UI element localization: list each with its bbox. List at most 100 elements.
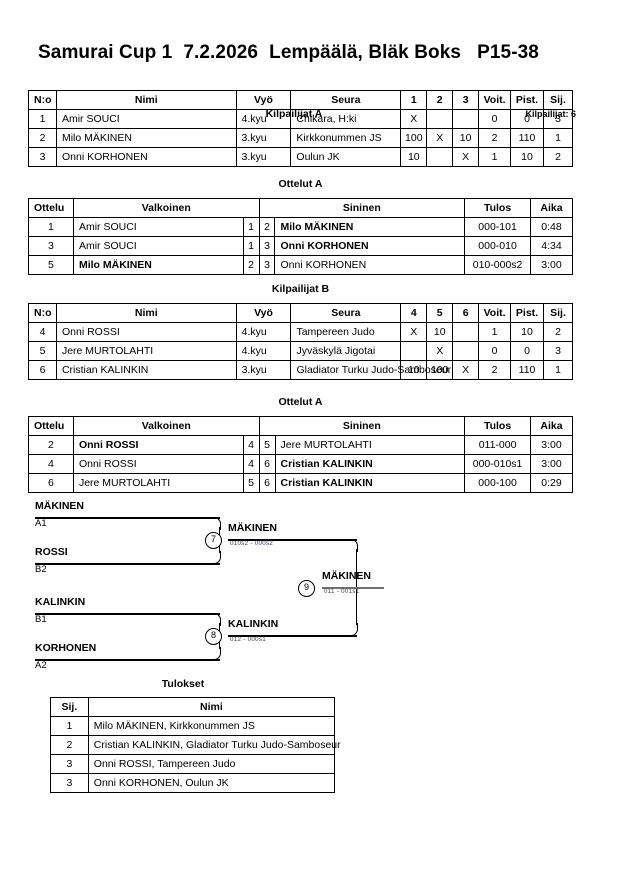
cell-white-name: Amir SOUCI (72, 217, 244, 237)
col-time: Aika (530, 198, 573, 218)
col-match-5: 5 (426, 303, 454, 323)
cell-rank: 2 (50, 735, 89, 755)
pool-b-caption: Kilpailijat B (271, 283, 330, 295)
cell-belt: 4.kyu (235, 322, 292, 342)
cell-time: 3:00 (530, 454, 573, 474)
table-header-row: Ottelu Valkoinen Sininen Tulos Aika (28, 416, 573, 436)
bracket-match-node-8[interactable]: 8 (205, 628, 222, 645)
cell-time: 0:29 (530, 473, 573, 493)
cell-time: 4:34 (530, 236, 573, 256)
cell-name: Onni ROSSI, Tampereen Judo (87, 754, 336, 774)
cell-match-4: X (400, 322, 428, 342)
col-result: Tulos (464, 198, 532, 218)
bracket-line-winner-7 (228, 539, 357, 541)
col-match-2: 2 (426, 90, 454, 110)
cell-club: Oulun JK (290, 147, 402, 167)
bracket-entry-name-4: KORHONEN (35, 642, 97, 654)
cell-rank: 1 (50, 716, 89, 736)
matches-a-caption: Ottelut A (278, 178, 323, 190)
cell-match-3: X (452, 147, 480, 167)
cell-blue-no: 3 (258, 236, 276, 256)
table-row: 3 Onni KORHONEN 3.kyu Oulun JK 10 X 1 10… (28, 147, 574, 167)
cell-wins: 1 (478, 147, 512, 167)
bracket-winner-name-final: MÄKINEN (322, 570, 371, 582)
cell-points: 0 (510, 109, 544, 129)
col-club: Seura (290, 303, 402, 323)
bracket-elbow-bottom-1 (212, 551, 221, 564)
table-row: 3 Amir SOUCI 1 3 Onni KORHONEN 000-010 4… (28, 236, 573, 256)
cell-white-name: Amir SOUCI (72, 236, 244, 256)
cell-white-no: 4 (242, 454, 260, 474)
bracket-score-final: 011 - 001s1 (324, 588, 360, 595)
bracket-elbow-top-1 (212, 517, 221, 530)
cell-result: 000-010 (464, 236, 532, 256)
cell-result: 010-000s2 (464, 255, 532, 275)
bracket-entry-name-1: MÄKINEN (35, 500, 84, 512)
cell-no: 1 (28, 109, 57, 129)
cell-name: Onni KORHONEN (55, 147, 237, 167)
cell-club: Jyväskylä Jigotai (290, 341, 402, 361)
bracket-entry-seed-4: A2 (35, 660, 47, 671)
cell-name-text: Cristian KALINKIN, Gladiator Turku Judo-… (93, 739, 341, 751)
bracket-winner-name-7: MÄKINEN (228, 522, 277, 534)
cell-belt: 4.kyu (235, 109, 292, 129)
bracket-winner-name-8: KALINKIN (228, 618, 279, 630)
cell-match-no: 6 (28, 473, 74, 493)
cell-match-5: 10 (426, 322, 454, 342)
table-row: 6 Cristian KALINKIN 3.kyu Gladiator Turk… (28, 360, 574, 380)
table-row: 3 Onni KORHONEN, Oulun JK (50, 773, 336, 793)
cell-match-2 (426, 109, 454, 129)
cell-match-6 (452, 341, 480, 361)
cell-name: Onni ROSSI (55, 322, 237, 342)
col-points: Pist. (510, 90, 544, 110)
event-category: P15-38 (477, 42, 539, 63)
cell-name: Amir SOUCI (55, 109, 237, 129)
cell-white-no: 5 (242, 473, 260, 493)
cell-club: Gladiator Turku Judo-Samboseur (290, 360, 451, 380)
bracket-elbow-top-2 (212, 613, 221, 626)
cell-match-1: X (400, 109, 428, 129)
cell-name: Cristian KALINKIN (55, 360, 237, 380)
pool-b-table: N:o Nimi Vyö Seura 4 5 6 Voit. Pist. Sij… (28, 303, 574, 380)
table-row: 2 Milo MÄKINEN 3.kyu Kirkkonummen JS 100… (28, 128, 574, 148)
cell-match-2: X (426, 128, 454, 148)
cell-rank: 1 (542, 128, 574, 148)
cell-match-1: 10 (400, 147, 428, 167)
col-match-1: 1 (400, 90, 428, 110)
bracket-match-node-7[interactable]: 7 (205, 532, 222, 549)
cell-no: 5 (28, 341, 57, 361)
cell-wins: 2 (478, 128, 512, 148)
cell-white-name: Onni ROSSI (72, 454, 244, 474)
cell-belt: 3.kyu (235, 360, 292, 380)
cell-match-no: 2 (28, 435, 74, 455)
event-venue: Lempäälä, Bläk Boks (269, 42, 462, 63)
cell-blue-no: 6 (258, 473, 276, 493)
bracket-match-node-9[interactable]: 9 (298, 580, 315, 597)
cell-points: 10 (510, 322, 544, 342)
col-wins: Voit. (478, 90, 512, 110)
bracket-line-entry-4 (35, 659, 220, 661)
cell-result: 000-010s1 (464, 454, 532, 474)
cell-match-2 (426, 147, 454, 167)
table-row: 1 Milo MÄKINEN, Kirkkonummen JS (50, 716, 336, 736)
bracket-line-entry-2 (35, 563, 220, 565)
col-blue: Sininen (258, 416, 466, 436)
table-header-row: N:o Nimi Vyö Seura 1 2 3 Voit. Pist. Sij… (28, 90, 574, 110)
cell-wins: 1 (478, 322, 512, 342)
bracket-line-entry-3 (35, 613, 220, 615)
pool-a-table: N:o Nimi Vyö Seura 1 2 3 Voit. Pist. Sij… (28, 90, 574, 167)
table-row: 1 Amir SOUCI 1 2 Milo MÄKINEN 000-101 0:… (28, 217, 573, 237)
cell-club: Chikara, H:ki (290, 109, 402, 129)
bracket-score-7: 010s2 - 000s2 (230, 540, 274, 547)
col-rank: Sij. (50, 697, 89, 717)
bracket-line-winner-8 (228, 635, 357, 637)
cell-match-no: 3 (28, 236, 74, 256)
cell-match-no: 1 (28, 217, 74, 237)
bracket-line-entry-1 (35, 517, 220, 519)
table-row: 4 Onni ROSSI 4.kyu Tampereen Judo X 10 1… (28, 322, 574, 342)
cell-club: Tampereen Judo (290, 322, 402, 342)
bracket-entry-name-3: KALINKIN (35, 596, 86, 608)
col-club: Seura (290, 90, 402, 110)
bracket-entry-name-2: ROSSI (35, 546, 68, 558)
